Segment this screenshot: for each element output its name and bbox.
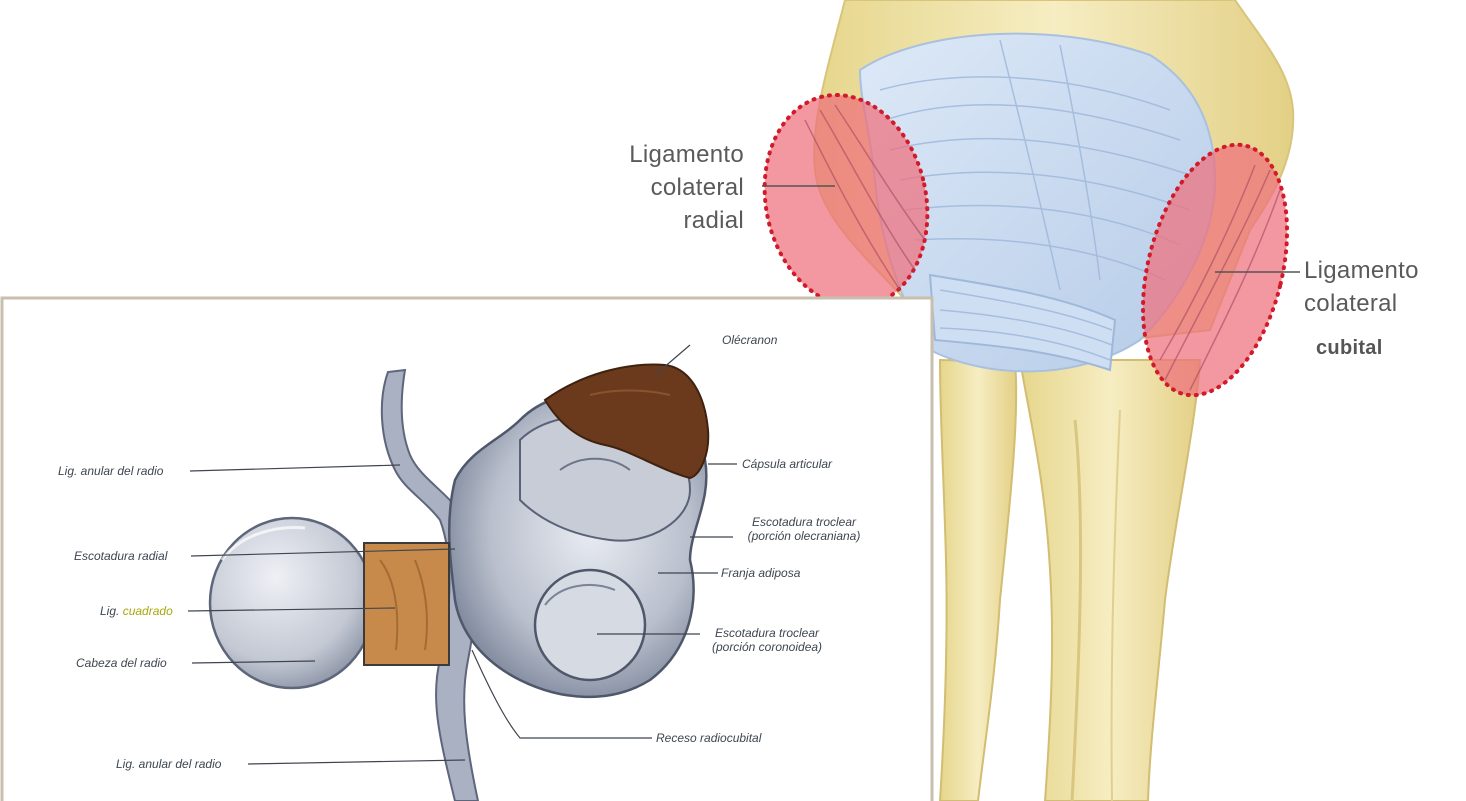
- elbow-joint-drawing: [762, 0, 1300, 801]
- radial-label-line1: Ligamento: [629, 141, 744, 168]
- label-ligamento-colateral-cubital: Ligamento colateral cubital: [1304, 254, 1464, 365]
- annular-ligament-strip: [380, 368, 480, 801]
- label-lig-anular-del-radio-top: Lig. anular del radio: [58, 464, 164, 478]
- quadrate-ligament: [363, 542, 450, 666]
- label-escotadura-radial: Escotadura radial: [74, 549, 168, 563]
- ulnar-collateral-highlight: [1140, 142, 1290, 398]
- label-ligamento-colateral-radial: Ligamento colateral radial: [560, 138, 744, 237]
- label-lig-cuadrado: Lig. cuadrado: [100, 604, 173, 618]
- radius-bone: [938, 358, 1018, 801]
- escot-olecr-line2: (porción olecraniana): [747, 529, 861, 543]
- label-cabeza-del-radio: Cabeza del radio: [76, 656, 167, 670]
- cubital-label-line2: colateral: [1304, 290, 1398, 317]
- lig-cuadrado-highlight: cuadrado: [122, 604, 173, 618]
- inset-panel: [0, 296, 934, 801]
- ulna-bone: [1018, 359, 1202, 801]
- label-escotadura-troclear-coronoidea: Escotadura troclear (porción coronoidea): [700, 626, 834, 654]
- cubital-label-line3: cubital: [1316, 337, 1383, 359]
- label-lig-anular-del-radio-bottom: Lig. anular del radio: [116, 757, 222, 771]
- olecranon-cut: [543, 363, 710, 480]
- label-capsula-articular: Cápsula articular: [742, 457, 833, 471]
- escot-coron-line2: (porción coronoidea): [711, 640, 823, 654]
- radial-label-line3: radial: [683, 207, 744, 234]
- escot-coron-line1: Escotadura troclear: [714, 626, 820, 640]
- radial-label-line2: colateral: [650, 174, 744, 201]
- cubital-label-line1: Ligamento: [1304, 257, 1419, 284]
- lig-cuadrado-prefix: Lig.: [100, 604, 120, 618]
- label-olecranon: Olécranon: [722, 333, 778, 347]
- escot-olecr-line1: Escotadura troclear: [751, 515, 857, 529]
- label-receso-radiocubital: Receso radiocubital: [656, 731, 762, 745]
- label-franja-adiposa: Franja adiposa: [721, 566, 801, 580]
- label-escotadura-troclear-olecraniana: Escotadura troclear (porción olecraniana…: [734, 515, 874, 543]
